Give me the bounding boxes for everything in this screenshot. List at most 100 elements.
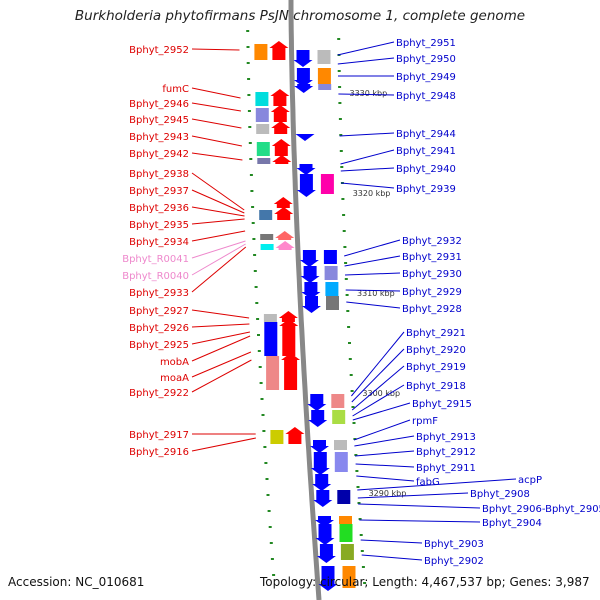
tick-mark <box>248 126 252 128</box>
leader-line <box>340 149 395 165</box>
tick-mark <box>339 150 343 152</box>
leader-line <box>191 243 246 276</box>
gene-box <box>255 108 269 122</box>
leader-line <box>357 478 517 491</box>
genome-summary-text: Topology: circular; Length: 4,467,537 bp… <box>260 575 590 589</box>
tick-mark <box>351 406 355 408</box>
gene-box <box>264 322 278 356</box>
tick-mark <box>361 566 365 568</box>
tick-mark <box>266 494 270 496</box>
gene-body <box>275 162 289 164</box>
gene-box <box>339 524 353 542</box>
gene-body <box>288 434 302 444</box>
leader-line <box>338 93 395 96</box>
gene-box <box>317 50 331 64</box>
leader-line <box>191 102 241 112</box>
leader-line <box>355 463 415 468</box>
tick-mark <box>354 454 358 456</box>
gene-arrow-up <box>270 105 290 112</box>
gene-box <box>254 44 268 60</box>
gene-arrow-down <box>315 520 334 527</box>
gene-body <box>273 112 287 122</box>
leader-line <box>339 132 395 137</box>
gene-arrow-up <box>278 311 298 318</box>
tick-mark <box>270 558 274 560</box>
gene-arrow-down <box>316 556 336 563</box>
tick-mark <box>350 390 354 392</box>
gene-label-left: mobA <box>160 357 189 368</box>
gene-body <box>278 238 292 240</box>
gene-label-right: Bphyt_2940 <box>396 164 456 175</box>
gene-label-left: Bphyt_2938 <box>129 169 189 180</box>
leader-line <box>358 503 481 509</box>
gene-label-right: Bphyt_2950 <box>396 54 456 65</box>
scale-label: 3290 kbp <box>369 489 407 498</box>
gene-box <box>255 92 269 106</box>
tick-mark <box>348 358 352 360</box>
gene-label-right: Bphyt_2913 <box>416 432 476 443</box>
gene-body <box>272 48 286 60</box>
tick-mark <box>339 134 343 136</box>
leader-line <box>191 87 241 99</box>
gene-body <box>296 68 310 80</box>
leader-line <box>357 492 469 499</box>
gene-box <box>334 452 348 472</box>
leader-line <box>191 135 242 147</box>
gene-body <box>313 452 327 468</box>
leader-line <box>191 189 245 214</box>
gene-arrow-down <box>293 80 313 87</box>
tick-mark <box>347 326 351 328</box>
leader-line <box>344 239 401 257</box>
gene-box <box>270 430 284 444</box>
gene-label-left: Bphyt_2943 <box>129 132 189 143</box>
gene-label-left: Bphyt_R0041 <box>122 254 189 265</box>
gene-box <box>260 234 274 240</box>
gene-arrow-down <box>312 484 332 491</box>
tick-mark <box>249 174 253 176</box>
gene-label-right: Bphyt_2930 <box>402 269 462 280</box>
gene-box <box>326 296 339 310</box>
gene-box <box>320 174 334 194</box>
leader-line <box>351 348 405 403</box>
gene-arrow-down <box>302 306 321 313</box>
gene-arrow-up <box>273 197 293 204</box>
gene-box <box>263 314 277 322</box>
tick-mark <box>264 462 268 464</box>
gene-body <box>302 250 316 260</box>
tick-mark <box>255 302 259 304</box>
gene-box <box>339 516 352 524</box>
gene-arrow-up <box>271 121 291 128</box>
gene-body <box>299 164 313 168</box>
gene-label-right: fabG <box>416 477 440 488</box>
tick-mark <box>249 158 253 160</box>
gene-arrow-down <box>301 292 321 299</box>
scale-label: 3330 kbp <box>350 89 388 98</box>
gene-box <box>320 164 334 172</box>
gene-box <box>256 124 270 134</box>
tick-mark <box>251 222 255 224</box>
gene-label-right: Bphyt_2908 <box>470 489 530 500</box>
gene-label-right: rpmF <box>412 416 438 427</box>
gene-label-left: Bphyt_2946 <box>129 99 189 110</box>
gene-label-right: Bphyt_2948 <box>396 91 456 102</box>
tick-mark <box>261 414 265 416</box>
gene-label-right: Bphyt_2920 <box>406 345 466 356</box>
gene-label-right: Bphyt_2939 <box>396 184 456 195</box>
leader-line <box>191 323 250 328</box>
leader-line <box>337 57 395 65</box>
gene-box <box>342 566 356 588</box>
leader-line <box>352 402 411 421</box>
gene-box <box>317 68 331 84</box>
gene-label-right: acpP <box>518 475 542 486</box>
scale-label: 3300 kbp <box>362 389 400 398</box>
leader-line <box>191 246 247 293</box>
leader-line <box>344 272 401 276</box>
gene-label-right: Bphyt_2904 <box>482 518 542 529</box>
gene-arrow-down <box>299 260 319 267</box>
gene-label-left: Bphyt_2916 <box>129 447 189 458</box>
leader-line <box>351 331 405 397</box>
gene-label-right: Bphyt_2929 <box>402 287 462 298</box>
tick-mark <box>337 38 341 40</box>
gene-body <box>284 360 298 390</box>
